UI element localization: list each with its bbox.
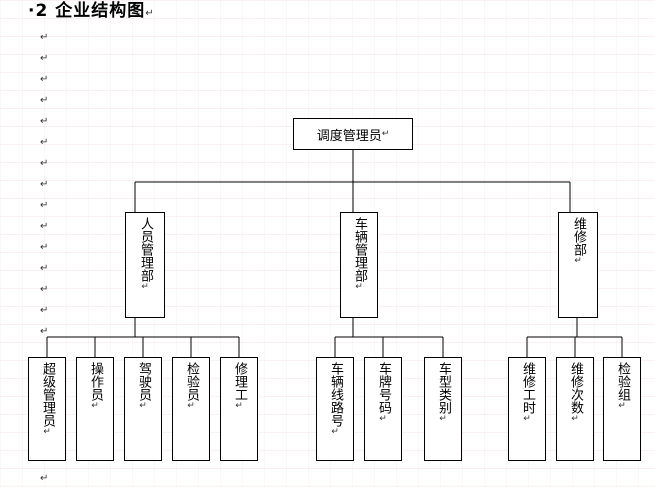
role-node-mark: ↵ — [43, 427, 51, 437]
paragraph-mark: ↵ — [40, 32, 49, 43]
role-node-inspection-team: 检验组 ↵ — [603, 357, 641, 461]
paragraph-mark: ↵ — [40, 326, 49, 337]
role-node-label: 修理工 — [232, 362, 247, 401]
role-node-label: 维修工时 — [520, 362, 535, 414]
role-node-label: 车牌号码 — [376, 362, 391, 414]
dept-node-label: 车辆管理部 — [352, 217, 367, 282]
paragraph-mark: ↵ — [40, 74, 49, 85]
role-node-label: 车辆线路号 — [328, 362, 343, 427]
role-node-mark: ↵ — [235, 401, 243, 411]
paragraph-mark: ↵ — [40, 305, 49, 316]
paragraph-mark: ↵ — [40, 179, 49, 190]
role-node-mark: ↵ — [618, 401, 626, 411]
role-node-mark: ↵ — [187, 401, 195, 411]
dept-node-label: 人员管理部 — [138, 217, 153, 282]
role-node-vehicle-type: 车型类别 ↵ — [424, 357, 462, 461]
heading-paragraph-mark: ↵ — [145, 8, 155, 19]
role-node-label: 维修次数 — [568, 362, 583, 414]
heading-title: 企业结构图 — [55, 1, 146, 21]
paragraph-mark: ↵ — [40, 242, 49, 253]
dept-node-mark: ↵ — [355, 282, 363, 292]
role-node-label: 检验组 — [615, 362, 630, 401]
dept-node-repair: 维修部 ↵ — [558, 212, 598, 318]
root-node: 调度管理员↵ — [293, 118, 413, 150]
root-node-mark: ↵ — [381, 129, 390, 139]
paragraph-mark: ↵ — [40, 263, 49, 274]
dept-node-mark: ↵ — [574, 256, 582, 266]
paragraph-mark: ↵ — [40, 200, 49, 211]
role-node-mechanic: 修理工 ↵ — [220, 357, 258, 461]
heading-number: ·2 — [28, 1, 49, 21]
paragraph-mark: ↵ — [40, 137, 49, 148]
role-node-mark: ↵ — [91, 401, 99, 411]
role-node-mark: ↵ — [139, 401, 147, 411]
paragraph-mark: ↵ — [40, 95, 49, 106]
dept-node-vehicle: 车辆管理部 ↵ — [340, 212, 378, 318]
role-node-mark: ↵ — [523, 414, 531, 424]
section-heading: ·2 企业结构图↵ — [28, 0, 155, 22]
role-node-label: 车型类别 — [436, 362, 451, 414]
root-node-label: 调度管理员 — [316, 128, 382, 144]
role-node-mark: ↵ — [379, 414, 387, 424]
role-node-operator: 操作员 ↵ — [76, 357, 114, 461]
role-node-mark: ↵ — [571, 414, 579, 424]
paragraph-mark: ↵ — [40, 116, 49, 127]
role-node-label: 检验员 — [184, 362, 199, 401]
dept-node-personnel: 人员管理部 ↵ — [125, 212, 165, 318]
dept-node-mark: ↵ — [141, 282, 149, 292]
paragraph-mark: ↵ — [40, 158, 49, 169]
role-node-route-number: 车辆线路号 ↵ — [316, 357, 354, 461]
paragraph-mark: ↵ — [40, 473, 49, 484]
role-node-plate-number: 车牌号码 ↵ — [364, 357, 402, 461]
paragraph-mark: ↵ — [40, 53, 49, 64]
role-node-inspector: 检验员 ↵ — [172, 357, 210, 461]
role-node-label: 驾驶员 — [136, 362, 151, 401]
role-node-label: 操作员 — [88, 362, 103, 401]
paragraph-mark: ↵ — [40, 284, 49, 295]
dept-node-label: 维修部 — [571, 217, 586, 256]
role-node-repair-hours: 维修工时 ↵ — [508, 357, 546, 461]
role-node-super-admin: 超级管理员 ↵ — [28, 357, 66, 461]
role-node-driver: 驾驶员 ↵ — [124, 357, 162, 461]
role-node-mark: ↵ — [331, 427, 339, 437]
role-node-label: 超级管理员 — [40, 362, 55, 427]
paragraph-mark: ↵ — [40, 221, 49, 232]
role-node-mark: ↵ — [439, 414, 447, 424]
role-node-repair-count: 维修次数 ↵ — [556, 357, 594, 461]
